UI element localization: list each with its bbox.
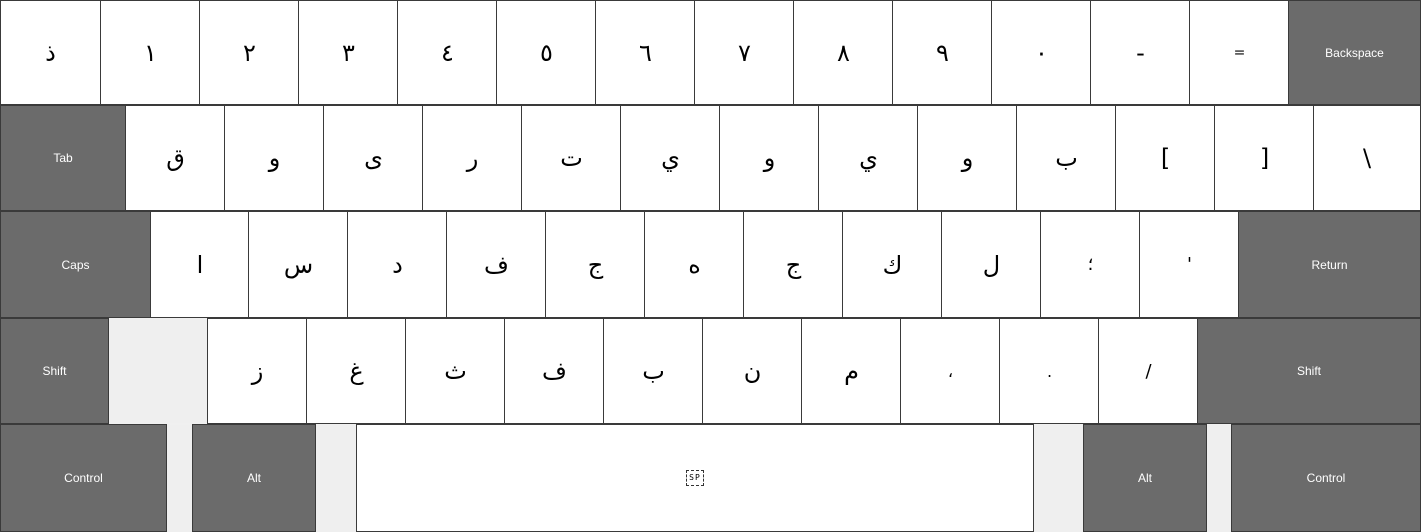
key-meem[interactable]: م	[801, 318, 902, 424]
key-caps-lock[interactable]: Caps	[0, 211, 151, 318]
key-noon[interactable]: ن	[702, 318, 803, 424]
key-seen[interactable]: س	[248, 211, 349, 318]
key-digit-5[interactable]: ٥	[496, 0, 597, 105]
keyboard-gap	[1034, 425, 1084, 532]
key-digit-2[interactable]: ٢	[199, 0, 300, 105]
key-yeh[interactable]: ي	[818, 105, 919, 211]
key-digit-7[interactable]: ٧	[694, 0, 795, 105]
key-dal[interactable]: د	[347, 211, 448, 318]
keyboard-gap	[109, 319, 208, 423]
key-arabic-semicolon[interactable]: ؛	[1040, 211, 1141, 318]
key-lam[interactable]: ل	[941, 211, 1042, 318]
key-digit-4[interactable]: ٤	[397, 0, 498, 105]
key-left-shift[interactable]: Shift	[0, 318, 109, 424]
key-zain[interactable]: ز	[207, 318, 308, 424]
key-waw[interactable]: و	[719, 105, 820, 211]
key-alef-maksura[interactable]: ى	[323, 105, 424, 211]
key-jeem[interactable]: ج	[545, 211, 646, 318]
key-digit-0[interactable]: ٠	[991, 0, 1092, 105]
keyboard-gap	[1207, 425, 1232, 532]
key-slash[interactable]: /	[1098, 318, 1199, 424]
key-backslash[interactable]: \	[1313, 105, 1421, 211]
key-kaf[interactable]: ك	[842, 211, 943, 318]
key-right-shift[interactable]: Shift	[1197, 318, 1421, 424]
key-tab[interactable]: Tab	[0, 105, 126, 211]
key-space[interactable]: SP	[356, 424, 1034, 532]
key-right-alt[interactable]: Alt	[1083, 424, 1207, 532]
key-reh[interactable]: ر	[422, 105, 523, 211]
key-period[interactable]: .	[999, 318, 1100, 424]
key-heh[interactable]: ه	[644, 211, 745, 318]
key-equals[interactable]: =	[1189, 0, 1290, 105]
key-alef[interactable]: ا	[150, 211, 250, 318]
key-backspace[interactable]: Backspace	[1288, 0, 1421, 105]
key-digit-6[interactable]: ٦	[595, 0, 696, 105]
key-digit-9[interactable]: ٩	[892, 0, 993, 105]
keyboard-gap	[316, 425, 357, 532]
key-feh[interactable]: ف	[446, 211, 547, 318]
space-key-label: SP	[686, 470, 704, 486]
key-left-control[interactable]: Control	[0, 424, 167, 532]
keyboard-gap	[167, 425, 193, 532]
key-feh[interactable]: ف	[504, 318, 605, 424]
key-beh[interactable]: ب	[1016, 105, 1117, 211]
key-left-alt[interactable]: Alt	[192, 424, 316, 532]
key-teh[interactable]: ت	[521, 105, 622, 211]
key-zal[interactable]: ذ	[0, 0, 101, 105]
key-beh[interactable]: ب	[603, 318, 704, 424]
key-right-control[interactable]: Control	[1231, 424, 1421, 532]
key-qaf[interactable]: ق	[125, 105, 226, 211]
key-waw[interactable]: و	[224, 105, 325, 211]
key-ghain[interactable]: غ	[306, 318, 407, 424]
key-digit-1[interactable]: ١	[100, 0, 201, 105]
key-right-bracket[interactable]: ]	[1214, 105, 1315, 211]
key-yeh[interactable]: ي	[620, 105, 721, 211]
key-minus[interactable]: -	[1090, 0, 1191, 105]
key-digit-8[interactable]: ٨	[793, 0, 894, 105]
key-apostrophe[interactable]: '	[1139, 211, 1240, 318]
key-digit-3[interactable]: ٣	[298, 0, 399, 105]
key-jeem[interactable]: ج	[743, 211, 844, 318]
key-waw[interactable]: و	[917, 105, 1018, 211]
key-arabic-comma[interactable]: ،	[900, 318, 1001, 424]
key-return[interactable]: Return	[1238, 211, 1421, 318]
key-theh[interactable]: ث	[405, 318, 506, 424]
key-left-bracket[interactable]: [	[1115, 105, 1216, 211]
